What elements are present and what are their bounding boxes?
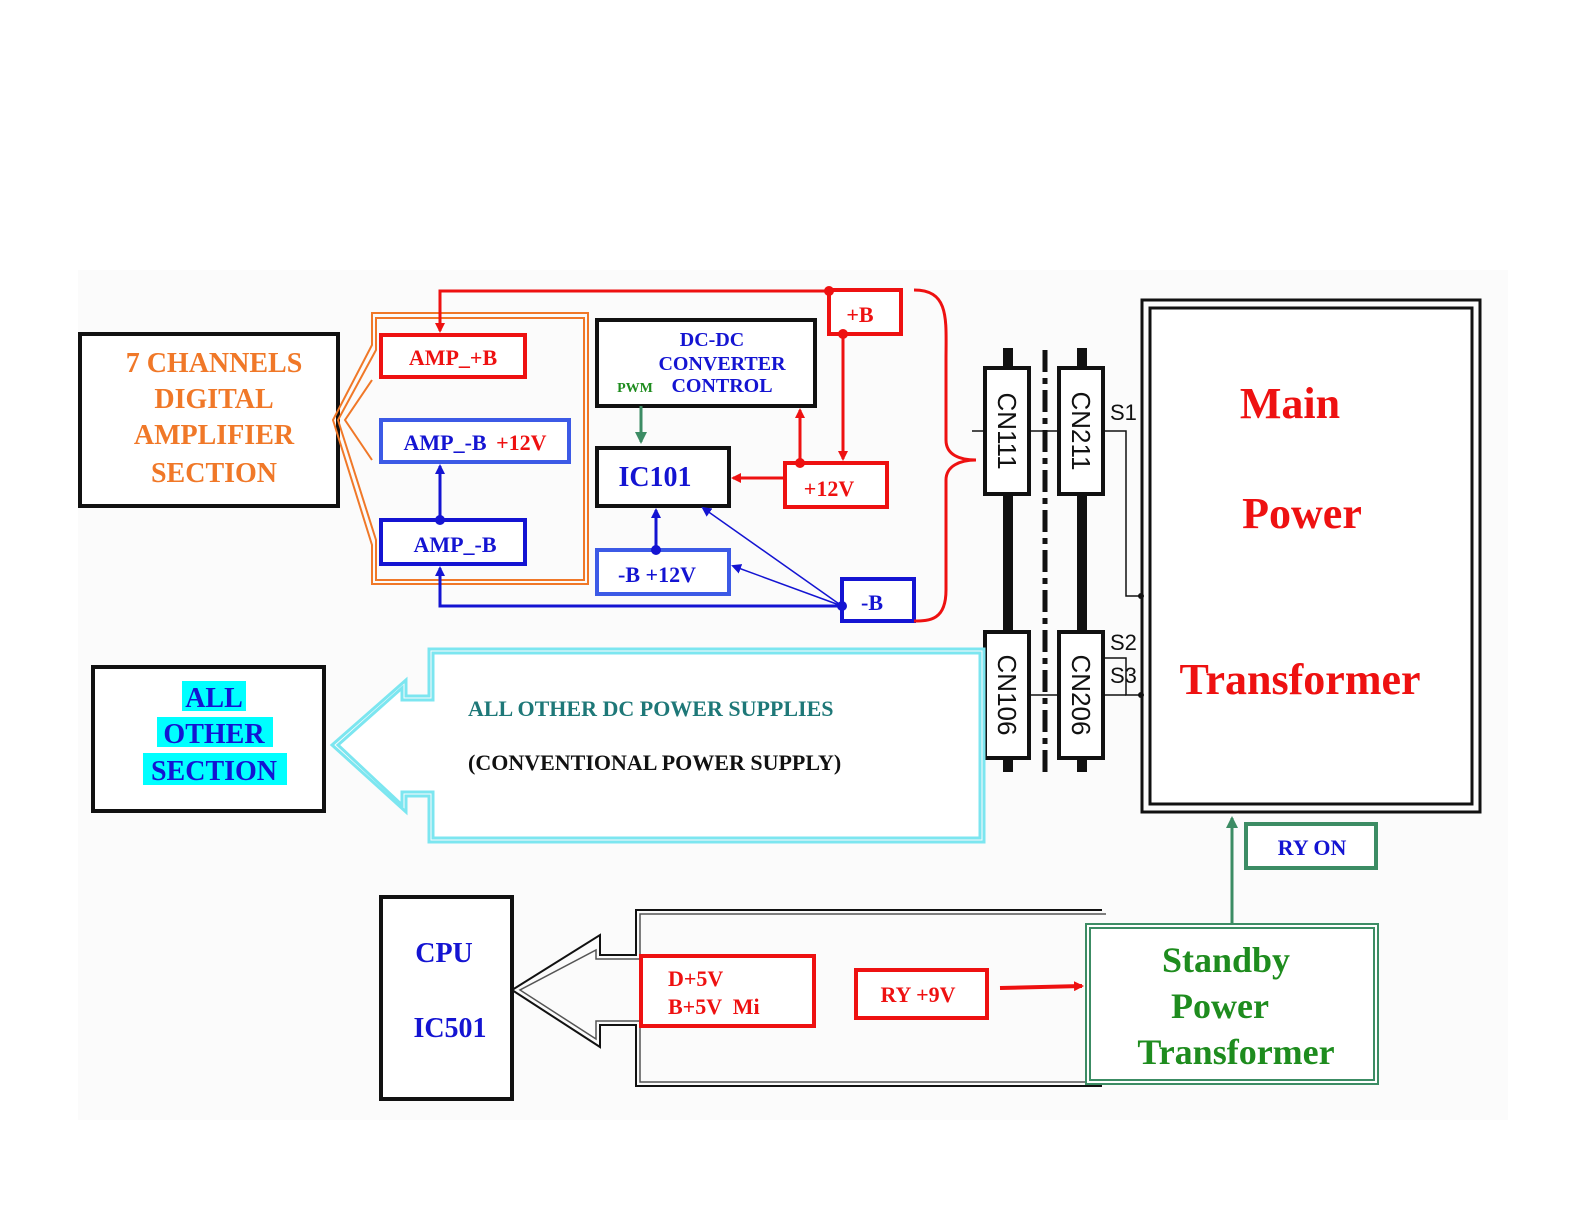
pwm-label: PWM <box>617 381 653 396</box>
other-section-line-1: ALL <box>185 683 243 714</box>
cn211-label: CN211 <box>1066 391 1096 470</box>
amp-power-group <box>331 312 589 585</box>
cpu-block: CPU IC501 <box>379 895 514 1101</box>
amplifier-line-3: AMPLIFIER <box>134 420 295 451</box>
dcdc-line-1: DC-DC <box>680 329 744 351</box>
amplifier-line-4: SECTION <box>151 458 277 489</box>
amplifier-section-block: 7 CHANNELS DIGITAL AMPLIFIER SECTION <box>78 332 340 508</box>
ry-9v-label: RY +9V <box>880 982 955 1007</box>
ic101-label: IC101 <box>618 462 691 493</box>
amp-plus-b-box: AMP_+B <box>379 333 527 379</box>
amplifier-line-1: 7 CHANNELS <box>126 348 303 379</box>
standby-transformer-line-3: Transformer <box>1137 1032 1334 1072</box>
cn106-label: CN106 <box>992 655 1022 736</box>
minus-b-12v-box: -B +12V <box>595 548 731 596</box>
ic101-box: IC101 <box>595 446 731 508</box>
s1-label: S1 <box>1110 400 1137 425</box>
standby-transformer-line-1: Standby <box>1162 940 1290 980</box>
ry-9v-arrow <box>999 981 1084 992</box>
minus-b-label: -B <box>861 590 883 615</box>
standby-output-line-1: D+5V <box>668 966 723 991</box>
minus-b-box: -B <box>840 577 916 623</box>
cn211-connector: CN211 <box>1057 366 1105 496</box>
s2-label: S2 <box>1110 630 1137 655</box>
plus-b-box: +B <box>827 288 903 336</box>
s3-label: S3 <box>1110 663 1137 688</box>
plus-12v-label: +12V <box>804 476 855 501</box>
dcdc-line-2: CONVERTER <box>658 353 786 375</box>
plus-12v-box: +12V <box>783 461 889 509</box>
ry-on-label: RY ON <box>1278 835 1347 860</box>
amp-minus-b-box: AMP_-B <box>379 518 527 566</box>
cn206-label: CN206 <box>1066 655 1096 736</box>
main-transformer-line-2: Power <box>1242 489 1362 538</box>
standby-transformer-line-2: Power <box>1171 986 1269 1026</box>
other-section-line-2: OTHER <box>163 719 265 750</box>
standby-supply-arrow <box>510 909 1106 1087</box>
main-transformer-line-3: Transformer <box>1179 655 1420 704</box>
dcdc-converter-box: DC-DC CONVERTER CONTROL PWM <box>595 318 817 408</box>
cpu-line-1: CPU <box>415 938 473 969</box>
connector-wires <box>972 430 1142 696</box>
amplifier-line-2: DIGITAL <box>154 384 273 415</box>
amp-plus-b-label: AMP_+B <box>409 345 498 370</box>
dcdc-line-3: CONTROL <box>671 375 772 397</box>
main-power-transformer: Main Power Transformer <box>1140 298 1482 814</box>
red-wiring <box>435 288 977 623</box>
minus-b-12v-label: -B +12V <box>618 562 696 587</box>
ry-9v-box: RY +9V <box>854 968 989 1020</box>
cn111-connector: CN111 <box>983 366 1031 496</box>
main-transformer-line-1: Main <box>1240 379 1340 428</box>
amp-minus-b-12v-box: AMP_-B +12V <box>379 418 571 464</box>
amp-minus-b-12v-suffix: +12V <box>496 430 547 455</box>
svg-text:AMP_-B +12V: AMP_-B +12V <box>403 430 546 455</box>
standby-output-line-2: B+5V Mi <box>668 994 760 1019</box>
plus-b-label: +B <box>846 302 874 327</box>
ry-on-box: RY ON <box>1244 822 1378 870</box>
dc-supplies-line-1: ALL OTHER DC POWER SUPPLIES <box>468 696 834 721</box>
blue-wiring <box>435 464 842 608</box>
cn206-connector: CN206 <box>1057 630 1105 760</box>
cn111-label: CN111 <box>992 392 1022 469</box>
standby-power-transformer: Standby Power Transformer <box>1085 923 1379 1085</box>
amp-minus-b-label: AMP_-B <box>413 532 496 557</box>
other-section-line-3: SECTION <box>151 756 277 787</box>
dc-supplies-line-2: (CONVENTIONAL POWER SUPPLY) <box>468 750 841 775</box>
connector-bars <box>1003 348 1087 772</box>
cpu-line-2: IC501 <box>413 1013 486 1044</box>
amp-minus-b-12v-prefix: AMP_-B <box>403 430 486 455</box>
standby-outputs-box: D+5V B+5V Mi <box>639 954 816 1028</box>
all-other-section-block: ALL OTHER SECTION <box>91 665 326 813</box>
dc-supplies-arrow <box>329 647 986 844</box>
cn106-connector: CN106 <box>983 630 1031 760</box>
